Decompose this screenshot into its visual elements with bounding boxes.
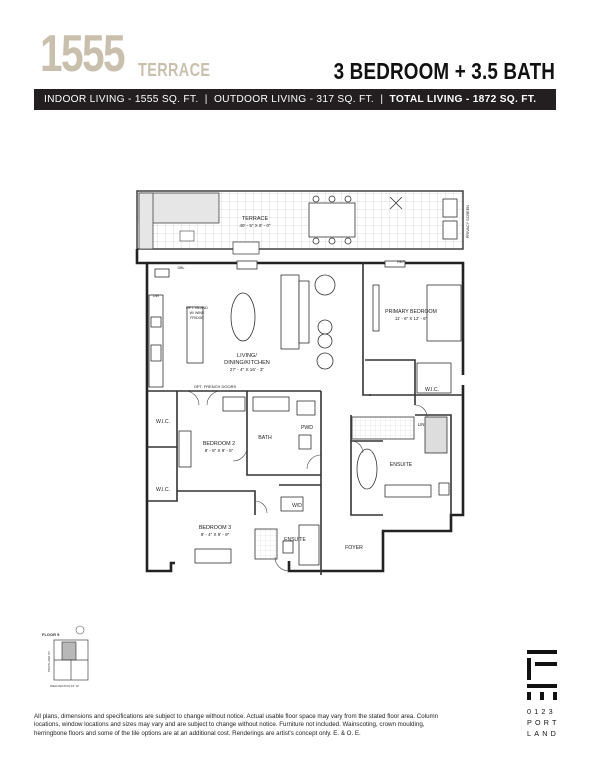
wic-bed3-label: W.I.C. <box>156 487 170 493</box>
street-side-label: PORTLAND ST. <box>47 650 51 672</box>
lin-label: LIN <box>418 422 425 427</box>
dbl-label: DBL <box>178 266 185 270</box>
terrace-area: TERRACE 40' - 5" X 8' - 0" PRIVACY SCREE… <box>136 190 470 255</box>
bedroom3-dims: 9' - 4" X 9' - 9" <box>201 532 230 537</box>
indoor-area: INDOOR LIVING - 1555 SQ. FT. <box>44 94 199 105</box>
primary-bedroom <box>372 284 462 394</box>
ensuite-primary-label: ENSUITE <box>390 462 413 468</box>
pwd-label: PWD <box>301 425 313 431</box>
separator: | <box>380 94 384 105</box>
bedroom-3-area <box>194 524 320 566</box>
area-summary-bar: INDOOR LIVING - 1555 SQ. FT. | OUTDOOR L… <box>34 89 556 110</box>
floor-label: FLOOR 5 <box>42 632 60 637</box>
bedroom2-label: BEDROOM 2 <box>203 441 235 447</box>
total-area: TOTAL LIVING - 1872 SQ. FT. <box>389 94 537 105</box>
bedroom3-label: BEDROOM 3 <box>199 525 231 531</box>
disclaimer-text: All plans, dimensions and specifications… <box>34 713 439 737</box>
brand-line-2: PORT <box>527 718 560 727</box>
door-swings <box>184 390 428 572</box>
living-label: LIVING/ <box>237 353 257 359</box>
privacy-screen-label: PRIVACY SCREEN <box>466 205 470 238</box>
bedroom-2-area <box>178 396 316 512</box>
primary-bedroom-dims: 11' - 6" X 12' - 6" <box>395 316 428 321</box>
foyer-label: FOYER <box>345 545 363 551</box>
key-plan: FLOOR 5 PORTLAND ST. WELLINGTON ST. W. <box>42 625 89 688</box>
brand-wordmark: 0123 PORT LAND <box>527 706 561 739</box>
interior-walls <box>147 263 463 575</box>
separator: | <box>204 94 208 105</box>
terrace-dims: 40' - 5" X 8' - 0" <box>240 223 271 228</box>
room-labels: LIVING/ DINING/KITCHEN 27' - 4" X 16' - … <box>153 260 439 551</box>
street-bottom-label: WELLINGTON ST. W. <box>50 684 79 688</box>
ref-label: REF <box>397 260 405 264</box>
outdoor-area: OUTDOOR LIVING - 317 SQ. FT. <box>213 94 375 105</box>
opt-french-doors-label: OPT. FRENCH DOORS <box>194 384 237 389</box>
model-name: TERRACE <box>138 60 211 80</box>
bedroom2-dims: 8' - 8" X 9' - 5" <box>205 448 234 453</box>
living-dims: 27' - 4" X 16' - 3" <box>230 367 264 372</box>
unit-type-heading: 3 BEDROOM + 3.5 BATH <box>333 58 555 84</box>
bath-label: BATH <box>258 435 272 441</box>
ensuite-bed3-label: ENSUITE <box>284 537 306 543</box>
opt-island-label: OPT. ISLAND <box>186 306 208 310</box>
key-plan-building <box>53 639 89 681</box>
compass-icon <box>75 625 85 635</box>
floor-plan: TERRACE 40' - 5" X 8' - 0" PRIVACY SCREE… <box>135 190 470 575</box>
wd-label: W/D <box>292 503 302 509</box>
primary-ensuite <box>351 416 450 498</box>
brand-logo-icon <box>527 650 557 700</box>
dining-kitchen-label: DINING/KITCHEN <box>224 360 270 366</box>
brand-line-1: 0123 <box>527 707 556 716</box>
wine-label: W/ WINE <box>190 311 205 315</box>
dw-label: DW <box>153 294 160 298</box>
fridge-label: FRIDGE <box>190 316 204 320</box>
wic-primary-label: W.I.C. <box>425 387 439 393</box>
kitchen <box>148 260 406 388</box>
brand-line-3: LAND <box>527 729 559 738</box>
model-number: 1555 <box>40 25 126 83</box>
wic-bed2-label: W.I.C. <box>156 419 170 425</box>
terrace-label: TERRACE <box>242 216 269 222</box>
primary-bedroom-label: PRIMARY BEDROOM <box>385 309 437 315</box>
